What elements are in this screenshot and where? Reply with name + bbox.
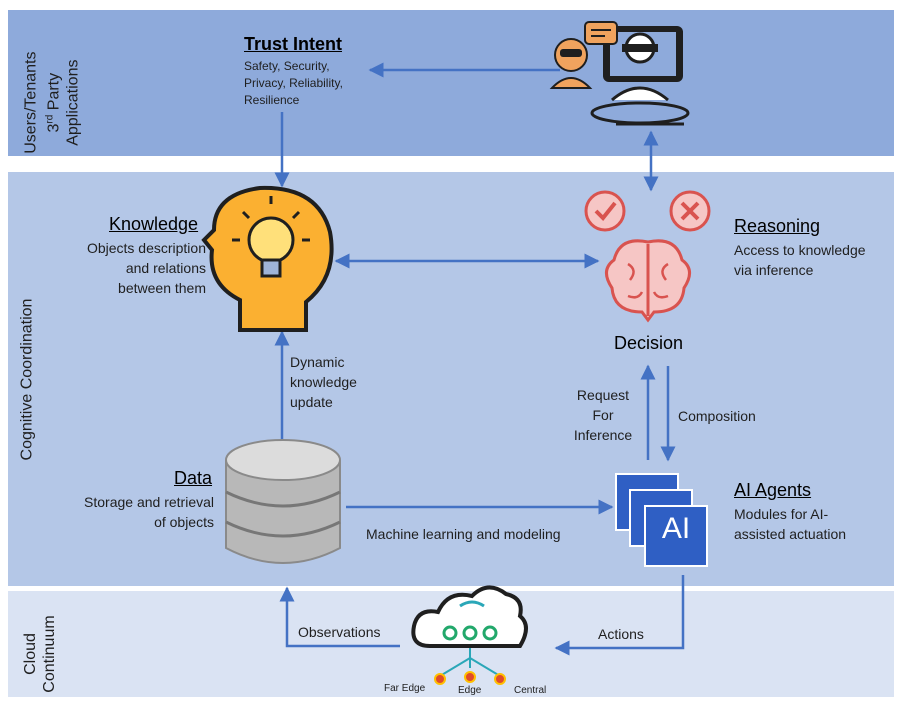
decision-label: Decision (614, 333, 684, 353)
edge-label: Edge (458, 685, 482, 696)
ai-agents-desc: Modules for AI- assisted actuation (734, 506, 847, 542)
observations-label: Observations (298, 624, 381, 640)
request-inference-label: Request For Inference (573, 387, 633, 443)
cloud-icon (411, 585, 528, 685)
reasoning-brain-icon (584, 190, 711, 323)
reasoning-desc: Access to knowledge via inference (734, 242, 866, 278)
ml-modeling-label: Machine learning and modeling (366, 526, 561, 542)
central-label: Central (514, 685, 547, 696)
knowledge-title: Knowledge (109, 214, 199, 234)
trust-intent-title: Trust Intent (244, 34, 342, 54)
ai-agents-title: AI Agents (734, 480, 812, 500)
database-icon (225, 439, 341, 564)
reasoning-title: Reasoning (734, 216, 821, 236)
data-title: Data (174, 468, 213, 488)
composition-label: Composition (678, 408, 756, 424)
knowledge-desc: Objects description and relations betwee… (86, 240, 206, 296)
cognitive-coordination-band (8, 172, 894, 586)
knowledge-head-icon (201, 185, 334, 332)
users-tenants-band (8, 10, 894, 156)
ai-tile-label: AI (661, 512, 691, 545)
far-edge-label: Far Edge (384, 683, 426, 694)
arrow-observations (279, 586, 400, 648)
data-desc: Storage and retrieval of objects (84, 494, 214, 530)
ai-agents-icon (615, 473, 708, 567)
arrow-actions (554, 575, 685, 656)
trust-intent-desc: Safety, Security, Privacy, Reliability, … (244, 59, 343, 107)
user-operator-icon (549, 21, 690, 126)
actions-label: Actions (598, 626, 644, 642)
dynamic-update-label: Dynamic knowledge update (290, 354, 357, 410)
